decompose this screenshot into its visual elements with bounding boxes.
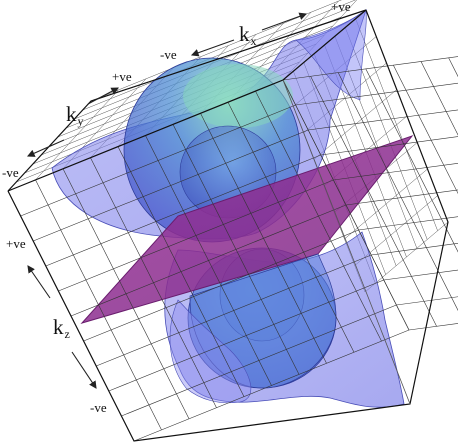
left-face-gridline [121,304,397,417]
upper-fermi-surface-back [295,9,367,101]
kz-label: kz [53,315,70,341]
back-face-gridline [334,36,418,249]
left-face-gridline [83,229,359,342]
right-face-gridline [320,136,458,156]
left-face-gridline [108,279,384,392]
upper-sphere-top-cap [183,64,293,128]
kx-positive-label: +ve [331,0,351,14]
back-face-gridline [364,221,449,293]
ky-arrow-positive [87,87,119,105]
kx-arrow-positive [261,12,308,31]
kz-symbol: k [53,315,64,339]
box-front-grid [7,56,458,442]
kz-positive-label: +ve [6,236,26,251]
top-face-gridline [90,0,342,102]
kz-negative-label: -ve [90,400,107,415]
right-face-gridline [396,296,458,306]
ky-label: ky [66,102,84,128]
right-face-gridline [358,216,458,231]
left-face-gridline [255,90,382,342]
kx-negative-label: -ve [160,47,177,62]
left-face-gridline [96,254,372,367]
right-face-gridline [420,61,458,136]
top-face-gridline [82,0,356,111]
left-face-gridline [200,113,327,364]
kz-arrow-negative [71,351,97,389]
right-face-gridline [408,323,458,331]
left-face-gridline [133,329,410,442]
kx-label: kx [239,22,257,48]
right-face-gridline [383,269,458,281]
right-face-gridline [345,189,458,206]
left-face-gridline [227,102,355,353]
kx-subscript: x [250,34,257,48]
back-face-gridline [355,18,438,231]
left-face-gridline [172,124,300,375]
back-face-gridline [345,27,428,240]
kx-symbol: k [239,22,250,46]
right-face-gridline [371,243,458,256]
ky-negative-label: -ve [2,165,19,180]
ky-arrow-negative [26,139,65,157]
brillouin-box [7,9,449,442]
right-face-gridline [333,162,458,181]
back-face-gridline [344,168,428,240]
ky-symbol: k [66,102,77,126]
ky-positive-label: +ve [112,69,132,84]
axis-arrows [26,12,308,389]
left-face-gridline [145,135,272,386]
lower-surface-front [169,299,252,404]
kz-zero-plane [80,134,414,324]
kz-arrow-positive [27,265,51,299]
ky-subscript: y [77,114,84,128]
kz-subscript: z [64,327,70,341]
kx-arrow-negative [190,39,235,57]
